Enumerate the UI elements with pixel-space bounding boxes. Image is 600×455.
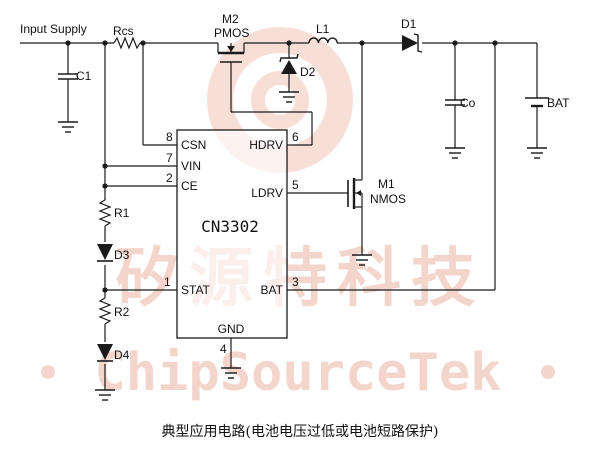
d1-schottky-diode: [402, 33, 423, 53]
m1-nmos-transistor: [347, 178, 363, 209]
pin-name-vin: VIN: [181, 159, 201, 173]
watermark-logo-core: [251, 71, 309, 129]
nmos-label: NMOS: [370, 192, 406, 206]
pin-num-1: 1: [164, 275, 171, 289]
r2-resistor: [98, 297, 112, 325]
ground-icon: [221, 367, 241, 379]
pmos-label: PMOS: [214, 26, 249, 40]
pin-name-bat: BAT: [261, 283, 284, 297]
pin-num-6: 6: [292, 130, 299, 144]
battery-symbol: [525, 97, 549, 108]
r1-label: R1: [114, 206, 130, 220]
c1-label: C1: [76, 69, 92, 83]
watermark-dot-left: [41, 365, 55, 379]
d3-label: D3: [114, 248, 130, 262]
pin-name-hdrv: HDRV: [249, 138, 283, 152]
d4-label: D4: [114, 348, 130, 362]
r2-label: R2: [114, 305, 130, 319]
pin-name-ce: CE: [181, 179, 198, 193]
co-capacitor: [445, 99, 465, 106]
bat-terminal-label: BAT: [547, 96, 570, 110]
d2-schottky-diode: [279, 53, 299, 74]
chip-name: CN3302: [201, 217, 259, 236]
ground-icon: [58, 121, 78, 133]
rcs-label: Rcs: [113, 24, 134, 38]
ground-icon: [95, 389, 115, 401]
m2-label: M2: [222, 12, 239, 26]
c1-capacitor: [58, 73, 78, 80]
pin-name-stat: STAT: [181, 283, 211, 297]
ground-icon: [279, 91, 299, 103]
pin-num-4: 4: [220, 342, 227, 356]
pin-name-ldrv: LDRV: [251, 186, 283, 200]
ground-icon: [445, 147, 465, 159]
m1-label: M1: [378, 177, 395, 191]
rcs-resistor: [113, 36, 141, 50]
input-supply-label: Input Supply: [20, 22, 87, 36]
ground-icon: [352, 254, 372, 266]
junction-dots: [65, 40, 498, 293]
l1-label: L1: [316, 22, 330, 36]
pin-num-5: 5: [292, 178, 299, 192]
pin-num-8: 8: [166, 130, 173, 144]
watermark-dot-right: [541, 365, 555, 379]
d1-label: D1: [401, 17, 417, 31]
cn3302-chip: [176, 129, 288, 339]
ground-symbols: [58, 91, 547, 401]
pin-name-csn: CSN: [181, 138, 206, 152]
ground-icon: [527, 147, 547, 159]
watermark-cn-text: 矽源特科技: [115, 242, 485, 314]
m2-pmos-transistor: [217, 43, 245, 66]
pin-name-gnd: GND: [218, 322, 245, 336]
d3-diode: [97, 244, 113, 262]
pin-num-3: 3: [292, 275, 299, 289]
figure-caption: 典型应用电路(电池电压过低或电池短路保护): [162, 423, 439, 440]
co-label: Co: [460, 96, 476, 110]
pin-num-2: 2: [166, 171, 173, 185]
l1-inductor: [308, 37, 338, 44]
d2-label: D2: [300, 65, 316, 79]
d4-diode: [97, 344, 113, 362]
r1-resistor: [98, 199, 112, 227]
watermark-en-text: ChipSourceTek: [95, 343, 502, 403]
pin-num-7: 7: [166, 151, 173, 165]
